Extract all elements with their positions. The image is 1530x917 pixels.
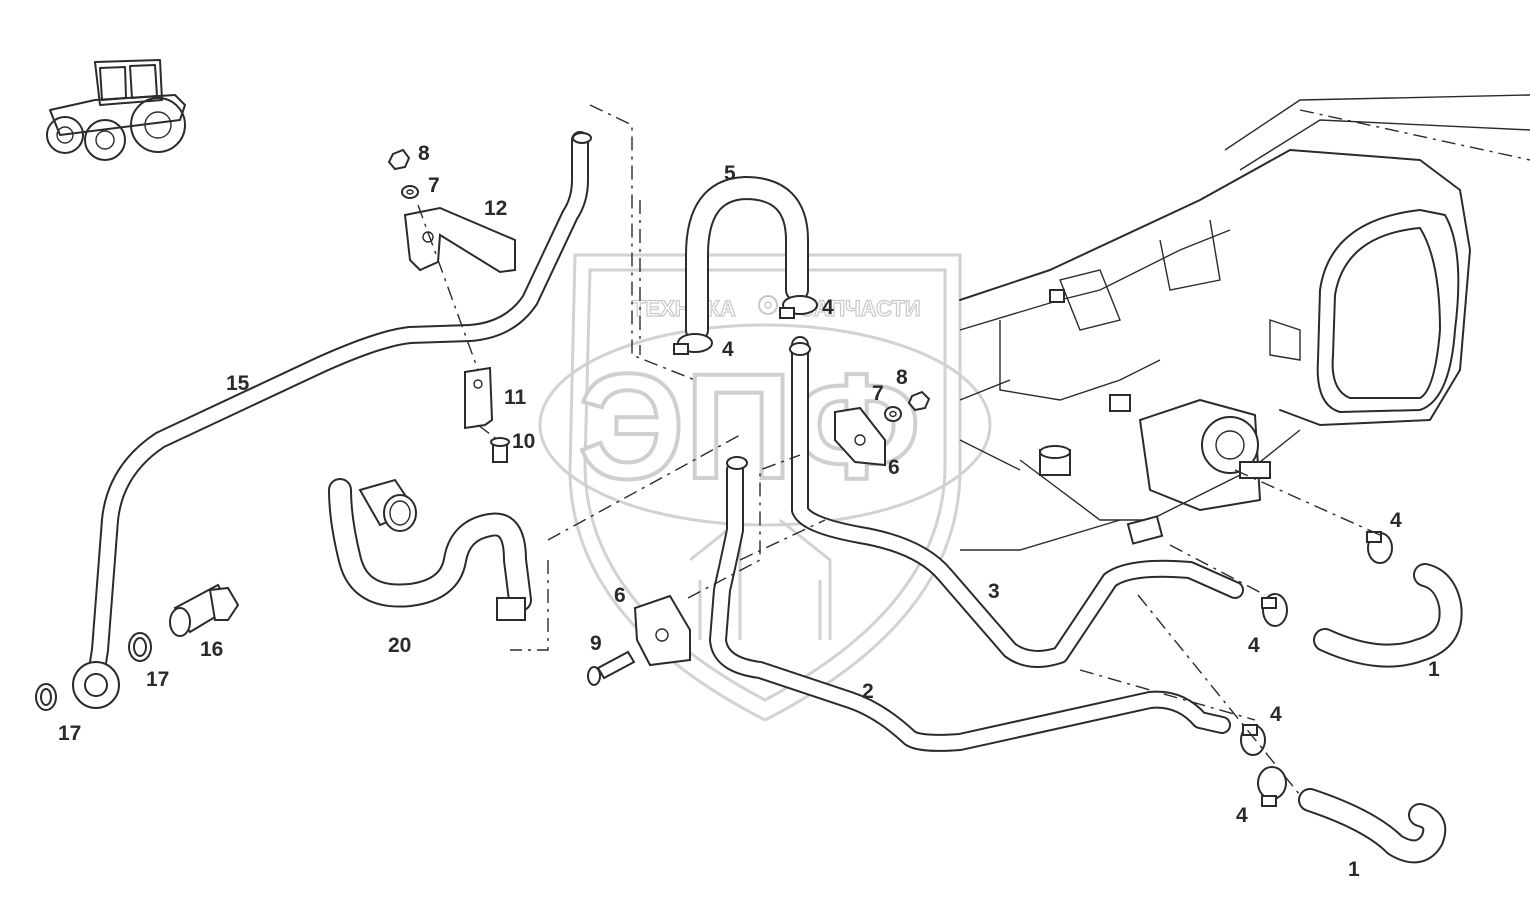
- pipe-15: [72, 131, 592, 709]
- callout-1: 1: [1428, 658, 1440, 681]
- callout-4: 4: [1236, 804, 1248, 827]
- callout-4: 4: [822, 296, 834, 319]
- callout-17: 17: [58, 722, 81, 745]
- callout-1: 1: [1348, 858, 1360, 881]
- banjo-bolt: [169, 583, 240, 637]
- callout-16: 16: [200, 638, 223, 661]
- sealing-ring: [128, 632, 152, 662]
- washer-icon: [401, 185, 419, 199]
- watermark-text-left: ТЕХНИКА: [632, 296, 736, 321]
- callout-4: 4: [1390, 509, 1402, 532]
- water-valve: [1126, 399, 1271, 545]
- hose-5: [685, 176, 809, 342]
- callout-4: 4: [1270, 703, 1282, 726]
- sealing-ring: [35, 683, 57, 711]
- clip-6: [633, 594, 691, 667]
- callout-4: 4: [1248, 634, 1260, 657]
- clip-11: [464, 366, 494, 430]
- hose-clamp: [673, 333, 713, 355]
- callout-7: 7: [428, 174, 440, 197]
- callout-10: 10: [512, 430, 535, 453]
- callout-7: 7: [872, 382, 884, 405]
- callout-11: 11: [504, 386, 527, 409]
- bolt-10: [490, 437, 510, 463]
- callout-3: 3: [988, 580, 1000, 603]
- callout-9: 9: [590, 632, 602, 655]
- hose-clamp: [1257, 766, 1287, 807]
- watermark: ТЕХНИКА ЗАПЧАСТИ ЭПФ: [538, 253, 992, 722]
- callout-6: 6: [614, 584, 626, 607]
- callout-15: 15: [226, 372, 250, 395]
- nut-icon: [907, 390, 931, 412]
- nut-icon: [387, 148, 411, 171]
- bolt-9: [587, 650, 636, 686]
- clip-6: [834, 406, 886, 467]
- gear-icon: [758, 295, 778, 315]
- tractor-icon: [46, 59, 186, 161]
- callout-8: 8: [418, 142, 430, 165]
- washer-icon: [884, 406, 902, 422]
- callout-8: 8: [896, 366, 908, 389]
- callout-4: 4: [722, 338, 734, 361]
- hose-1: [1313, 563, 1463, 668]
- hose-1: [1298, 788, 1447, 864]
- bracket-12: [403, 206, 516, 274]
- heater-unit: [959, 94, 1530, 551]
- callout-6: 6: [888, 456, 900, 479]
- pipe-2: [709, 456, 1231, 752]
- hose-clamp: [1240, 724, 1266, 756]
- callout-2: 2: [862, 680, 874, 703]
- hose-clamp: [1261, 593, 1288, 627]
- callout-20: 20: [388, 634, 411, 657]
- watermark-text-right: ЗАПЧАСТИ: [800, 296, 921, 321]
- callout-17: 17: [146, 668, 169, 691]
- hose-20: [328, 478, 532, 621]
- callouts: 8 7 12 15 11 10 5 4 4 8 7 6 20 16 17 17 …: [58, 142, 1440, 881]
- callout-12: 12: [484, 197, 507, 220]
- pipe-3: [789, 336, 1244, 668]
- watermark-letters: ЭПФ: [578, 342, 921, 510]
- hose-clamp: [779, 295, 818, 319]
- leader-lines: [417, 104, 1381, 796]
- hose-clamp: [1366, 531, 1393, 564]
- callout-5: 5: [724, 162, 736, 185]
